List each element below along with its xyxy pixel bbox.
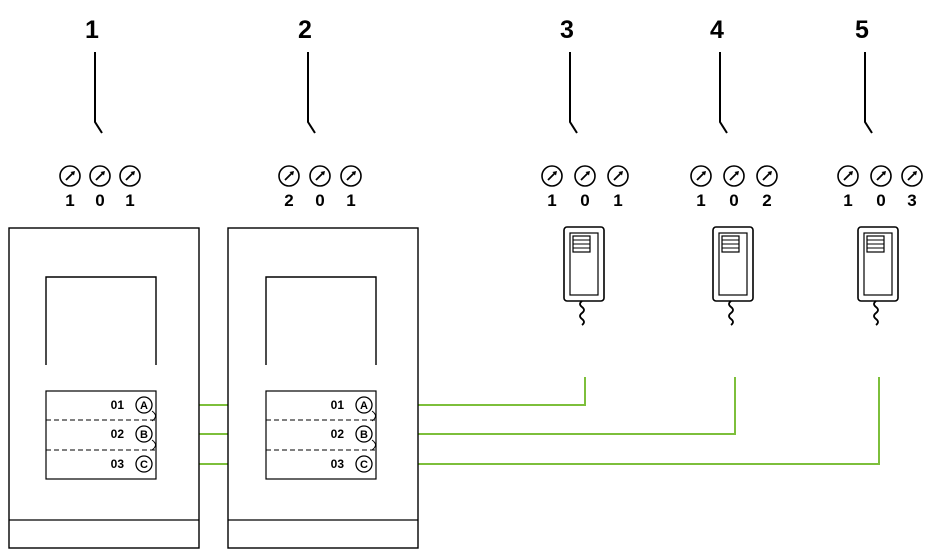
- intercom-handset-icon: [857, 226, 899, 326]
- address-switches-4: 1 0 2: [690, 165, 778, 210]
- call-button-row: 03 C: [111, 455, 153, 473]
- address-digit: 3: [907, 191, 916, 210]
- address-digit: 0: [315, 191, 324, 210]
- callout-label: 5: [855, 16, 869, 44]
- address-digit: 1: [547, 191, 556, 210]
- link-arrow-icon: [371, 410, 376, 422]
- row-number: 02: [331, 427, 345, 441]
- rotary-dial-icon: [574, 165, 596, 187]
- button-letter: B: [360, 429, 368, 441]
- leader-line: [307, 52, 316, 134]
- callout-label: 3: [560, 16, 574, 44]
- call-button-b: [355, 425, 373, 443]
- address-switches-2: 2 0 1: [278, 165, 362, 210]
- address-digit: 2: [762, 191, 771, 210]
- call-button-row: 02 B: [111, 425, 153, 443]
- call-button-row: 01 A: [111, 396, 153, 414]
- call-button-c: [135, 455, 153, 473]
- address-digit: 1: [696, 191, 705, 210]
- rotary-dial-icon: [870, 165, 892, 187]
- address-digit: 1: [346, 191, 355, 210]
- rotary-dial-icon: [309, 165, 331, 187]
- intercom-handset-4: [712, 226, 754, 326]
- call-button-row: 03 C: [331, 455, 373, 473]
- panel-frame: [227, 227, 419, 549]
- rotary-dial-icon: [837, 165, 859, 187]
- address-digit: 0: [580, 191, 589, 210]
- call-button-a: [135, 396, 153, 414]
- row-number: 02: [111, 427, 125, 441]
- address-switches-5: 1 0 3: [837, 165, 923, 210]
- door-panel-2: 01 A 02 B 03 C: [227, 227, 419, 549]
- button-letter: C: [140, 459, 148, 471]
- callout-label: 1: [85, 16, 99, 44]
- rotary-dial-icon: [119, 165, 141, 187]
- address-digit: 1: [125, 191, 134, 210]
- row-number: 01: [331, 398, 345, 412]
- rotary-dial-icon: [59, 165, 81, 187]
- address-digit: 1: [65, 191, 74, 210]
- callout-1: 1: [85, 16, 103, 134]
- address-digit: 0: [729, 191, 738, 210]
- camera-window: [45, 276, 157, 365]
- call-button-row: 02 B: [331, 425, 373, 443]
- intercom-handset-5: [857, 226, 899, 326]
- call-button-row: 01 A: [331, 396, 373, 414]
- leader-line: [94, 52, 103, 134]
- rotary-dial-icon: [340, 165, 362, 187]
- rotary-dial-icon: [690, 165, 712, 187]
- row-number: 03: [111, 457, 125, 471]
- door-panel-1: 01 A 02 B 03 C: [8, 227, 200, 549]
- callout-4: 4: [710, 16, 728, 134]
- intercom-handset-icon: [563, 226, 605, 326]
- row-number: 01: [111, 398, 125, 412]
- rotary-dial-icon: [89, 165, 111, 187]
- panel-frame: [8, 227, 200, 549]
- rotary-dial-icon: [756, 165, 778, 187]
- camera-window: [265, 276, 377, 365]
- row-number: 03: [331, 457, 345, 471]
- address-switches-1: 1 0 1: [59, 165, 141, 210]
- link-arrow-icon: [151, 410, 156, 422]
- rotary-dial-icon: [723, 165, 745, 187]
- callout-2: 2: [298, 16, 316, 134]
- leader-line: [719, 52, 728, 134]
- callout-5: 5: [855, 16, 873, 134]
- address-digit: 1: [613, 191, 622, 210]
- call-button-b: [135, 425, 153, 443]
- callout-3: 3: [560, 16, 578, 134]
- rotary-dial-icon: [541, 165, 563, 187]
- rotary-dial-icon: [278, 165, 300, 187]
- callout-label: 4: [710, 16, 724, 44]
- callout-label: 2: [298, 16, 312, 44]
- call-button-c: [355, 455, 373, 473]
- address-digit: 1: [843, 191, 852, 210]
- button-letter: B: [140, 429, 148, 441]
- address-digit: 2: [284, 191, 293, 210]
- address-digit: 0: [876, 191, 885, 210]
- call-button-a: [355, 396, 373, 414]
- address-digit: 0: [95, 191, 104, 210]
- intercom-handset-icon: [712, 226, 754, 326]
- button-letter: A: [360, 400, 368, 412]
- address-switches-3: 1 0 1: [541, 165, 629, 210]
- rotary-dial-icon: [901, 165, 923, 187]
- link-arrow-icon: [371, 439, 376, 451]
- leader-line: [864, 52, 873, 134]
- leader-line: [569, 52, 578, 134]
- button-letter: C: [360, 459, 368, 471]
- button-letter: A: [140, 400, 148, 412]
- intercom-handset-3: [563, 226, 605, 326]
- rotary-dial-icon: [607, 165, 629, 187]
- link-arrow-icon: [151, 439, 156, 451]
